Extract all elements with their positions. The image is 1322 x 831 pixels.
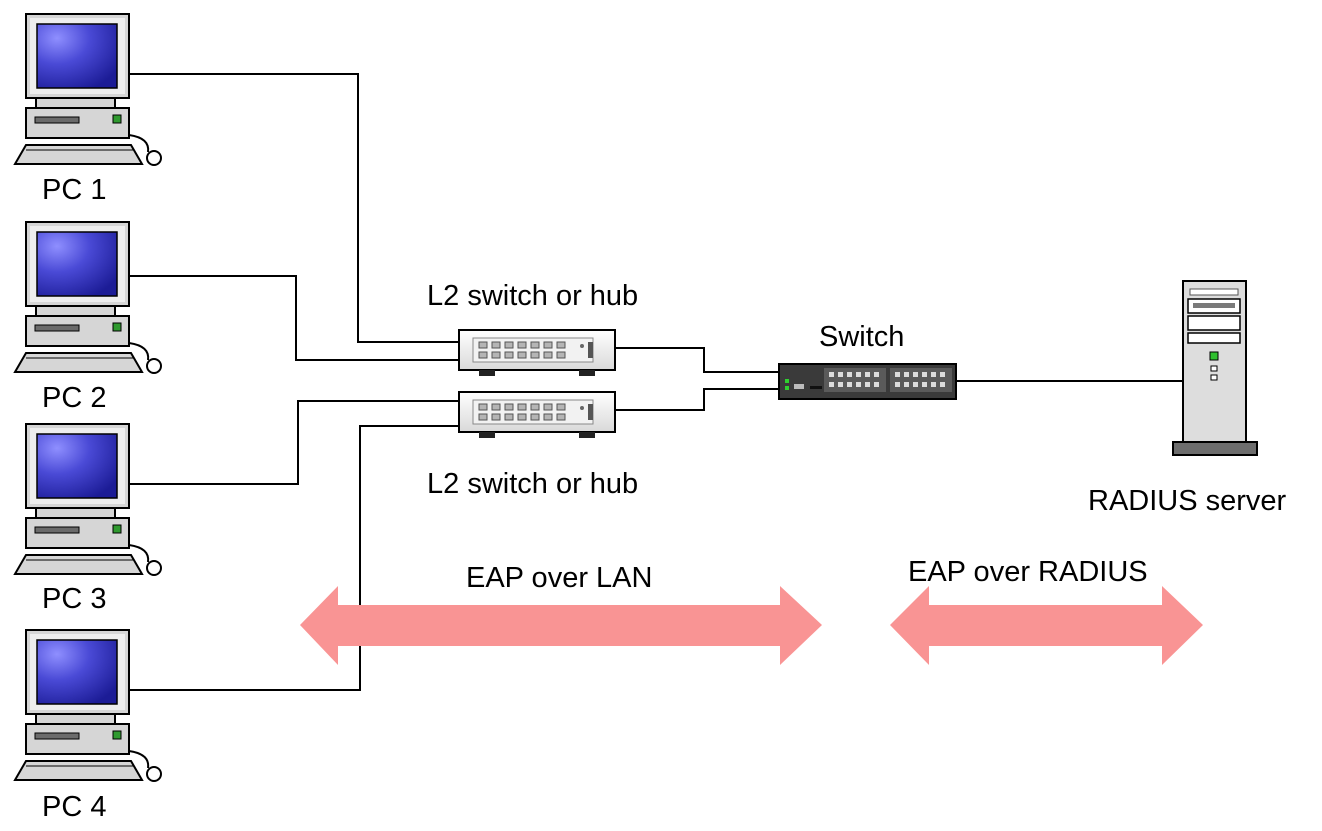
- radius-server-label: RADIUS server: [1088, 485, 1287, 517]
- switch-icon: [778, 363, 957, 400]
- pc-1-label: PC 1: [42, 174, 107, 206]
- eap-over-lan-arrow: [300, 586, 822, 665]
- link-pc4-hub2: [129, 425, 460, 691]
- l2-switch-top-label: L2 switch or hub: [427, 280, 639, 312]
- link-hub2-switch: [614, 388, 780, 411]
- pc-1-icon: [14, 13, 162, 166]
- eap-over-radius-label: EAP over RADIUS: [908, 556, 1148, 588]
- pc-3-icon: [14, 423, 162, 576]
- eap-over-lan-label: EAP over LAN: [466, 562, 653, 594]
- connection-lines: [129, 73, 1183, 691]
- switch-label: Switch: [819, 321, 905, 353]
- radius-server-icon: [1172, 280, 1258, 456]
- link-pc2-hub1: [129, 275, 460, 361]
- pc-2-icon: [14, 221, 162, 374]
- pc-3-label: PC 3: [42, 583, 107, 615]
- l2-switch-bottom-icon: [458, 391, 616, 439]
- l2-switch-top-icon: [458, 329, 616, 377]
- pc-2-label: PC 2: [42, 382, 107, 414]
- link-pc1-hub1: [129, 73, 460, 343]
- pc-4-icon: [14, 629, 162, 782]
- pc-4-label: PC 4: [42, 791, 107, 823]
- link-hub1-switch: [614, 347, 780, 373]
- l2-switch-bottom-label: L2 switch or hub: [427, 468, 639, 500]
- link-pc3-hub2: [129, 400, 460, 485]
- eap-over-radius-arrow: [890, 586, 1203, 665]
